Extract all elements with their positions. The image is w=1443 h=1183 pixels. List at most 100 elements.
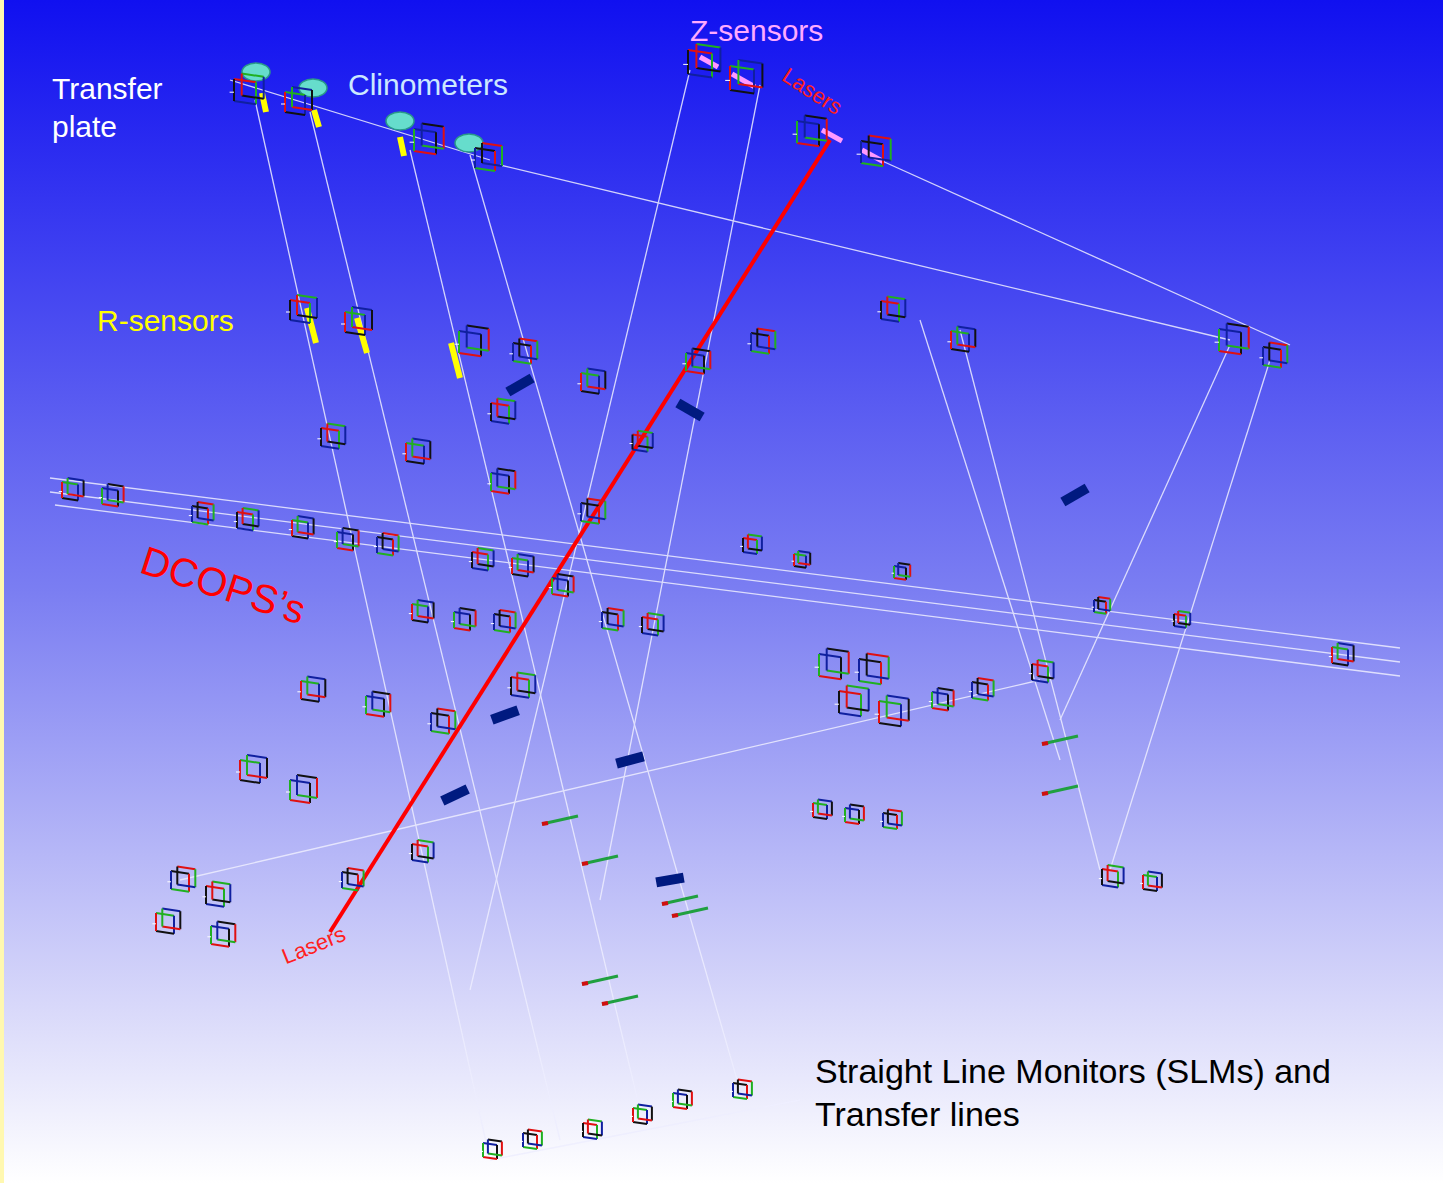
glyph-edge: [633, 1108, 647, 1110]
glyph-edge: [405, 443, 407, 461]
glyph-edge: [173, 916, 175, 934]
glyph-tick: [630, 443, 633, 444]
glyph-edge: [205, 886, 207, 904]
glyph-edge: [1337, 643, 1339, 659]
glyph-edge: [191, 506, 193, 522]
sensor-glyph: [339, 868, 364, 890]
glyph-edge: [68, 494, 84, 496]
glyph-edge: [678, 1104, 692, 1106]
glyph-edge: [458, 331, 460, 353]
glyph-edge: [673, 1093, 687, 1095]
glyph-edge: [604, 501, 606, 519]
glyph-edge: [523, 1133, 537, 1135]
glyph-edge: [867, 654, 889, 657]
glyph-edge: [363, 870, 365, 886]
glyph-edge: [972, 682, 988, 684]
glyph-edge: [300, 681, 302, 699]
glyph-edge: [398, 535, 400, 551]
glyph-edge: [488, 1154, 502, 1156]
glyph-edge: [938, 704, 954, 706]
glyph-edge: [412, 439, 430, 442]
glyph-edge: [240, 780, 260, 783]
glyph-edge: [866, 654, 868, 676]
glyph-edge: [972, 698, 988, 700]
glyph-tick: [875, 714, 879, 715]
glyph-edge: [845, 808, 859, 810]
glyph-edge: [509, 616, 511, 632]
glyph-edge: [347, 868, 349, 884]
glyph-edge: [651, 1107, 653, 1121]
rod-end: [672, 915, 678, 916]
sensor-glyph: [969, 678, 994, 700]
glyph-edge: [696, 68, 720, 72]
glyph-edge: [171, 889, 189, 892]
glyph-edge: [460, 624, 476, 626]
glyph-tick: [730, 1091, 733, 1092]
glyph-edge: [691, 349, 693, 367]
glyph-edge: [478, 564, 494, 566]
sensor-glyph: [683, 44, 720, 78]
glyph-edge: [156, 913, 174, 916]
glyph-tick: [99, 497, 102, 498]
glyph-edge: [352, 327, 372, 330]
rod-sensor: [1042, 786, 1078, 794]
glyph-tick: [334, 541, 337, 542]
glyph-edge: [454, 628, 470, 630]
glyph-edge: [194, 869, 196, 887]
rod-sensor: [582, 856, 618, 864]
glyph-edge: [1280, 350, 1282, 368]
glyph-edge: [623, 610, 625, 626]
sensor-glyph: [815, 649, 849, 680]
glyph-edge: [1093, 600, 1095, 612]
glyph-tick: [630, 1116, 633, 1117]
glyph-edge: [794, 554, 806, 556]
glyph-edge: [847, 686, 869, 689]
glyph-edge: [1156, 877, 1158, 891]
glyph-edge: [292, 87, 312, 90]
glyph-tick: [487, 483, 491, 484]
sensor-glyph: [286, 295, 317, 323]
glyph-edge: [240, 760, 260, 763]
sensor-mark: [307, 308, 316, 343]
glyph-edge: [604, 371, 606, 389]
transfer-line: [920, 320, 1060, 760]
glyph-edge: [344, 312, 346, 332]
glyph-edge: [1173, 614, 1175, 626]
glyph-tick: [1029, 673, 1032, 674]
sensor-glyph: [1099, 865, 1124, 887]
glyph-edge: [429, 441, 431, 459]
glyph-edge: [581, 391, 599, 394]
glyph-edge: [586, 499, 588, 517]
glyph-tick: [427, 723, 431, 724]
glyph-tick: [207, 936, 211, 937]
glyph-edge: [206, 886, 224, 889]
glyph-edge: [192, 506, 208, 508]
glyph-edge: [588, 1134, 602, 1136]
glyph-edge: [242, 508, 244, 524]
glyph-edge: [753, 70, 755, 94]
sensor-glyph: [639, 613, 664, 635]
glyph-edge: [497, 487, 515, 490]
glyph-edge: [511, 558, 513, 574]
glyph-edge: [475, 168, 495, 171]
glyph-edge: [513, 361, 531, 364]
glyph-edge: [301, 699, 319, 702]
glyph-edge: [155, 913, 157, 931]
glyph-edge: [512, 558, 528, 560]
glyph-edge: [371, 692, 373, 710]
glyph-edge: [345, 312, 365, 315]
glyph-tick: [491, 623, 494, 624]
sensor-glyph: [469, 548, 494, 570]
glyph-edge: [213, 504, 215, 520]
glyph-edge: [62, 482, 78, 484]
glyph-edge: [289, 780, 291, 800]
glyph-edge: [372, 710, 390, 713]
glyph-edge: [637, 1105, 639, 1119]
glyph-tick: [670, 1101, 673, 1102]
glyph-edge: [239, 760, 241, 780]
monitor-block: [655, 873, 684, 888]
glyph-edge: [518, 339, 520, 357]
glyph-edge: [558, 590, 574, 592]
sensor-glyph: [1215, 324, 1249, 355]
glyph-edge: [1262, 347, 1264, 365]
